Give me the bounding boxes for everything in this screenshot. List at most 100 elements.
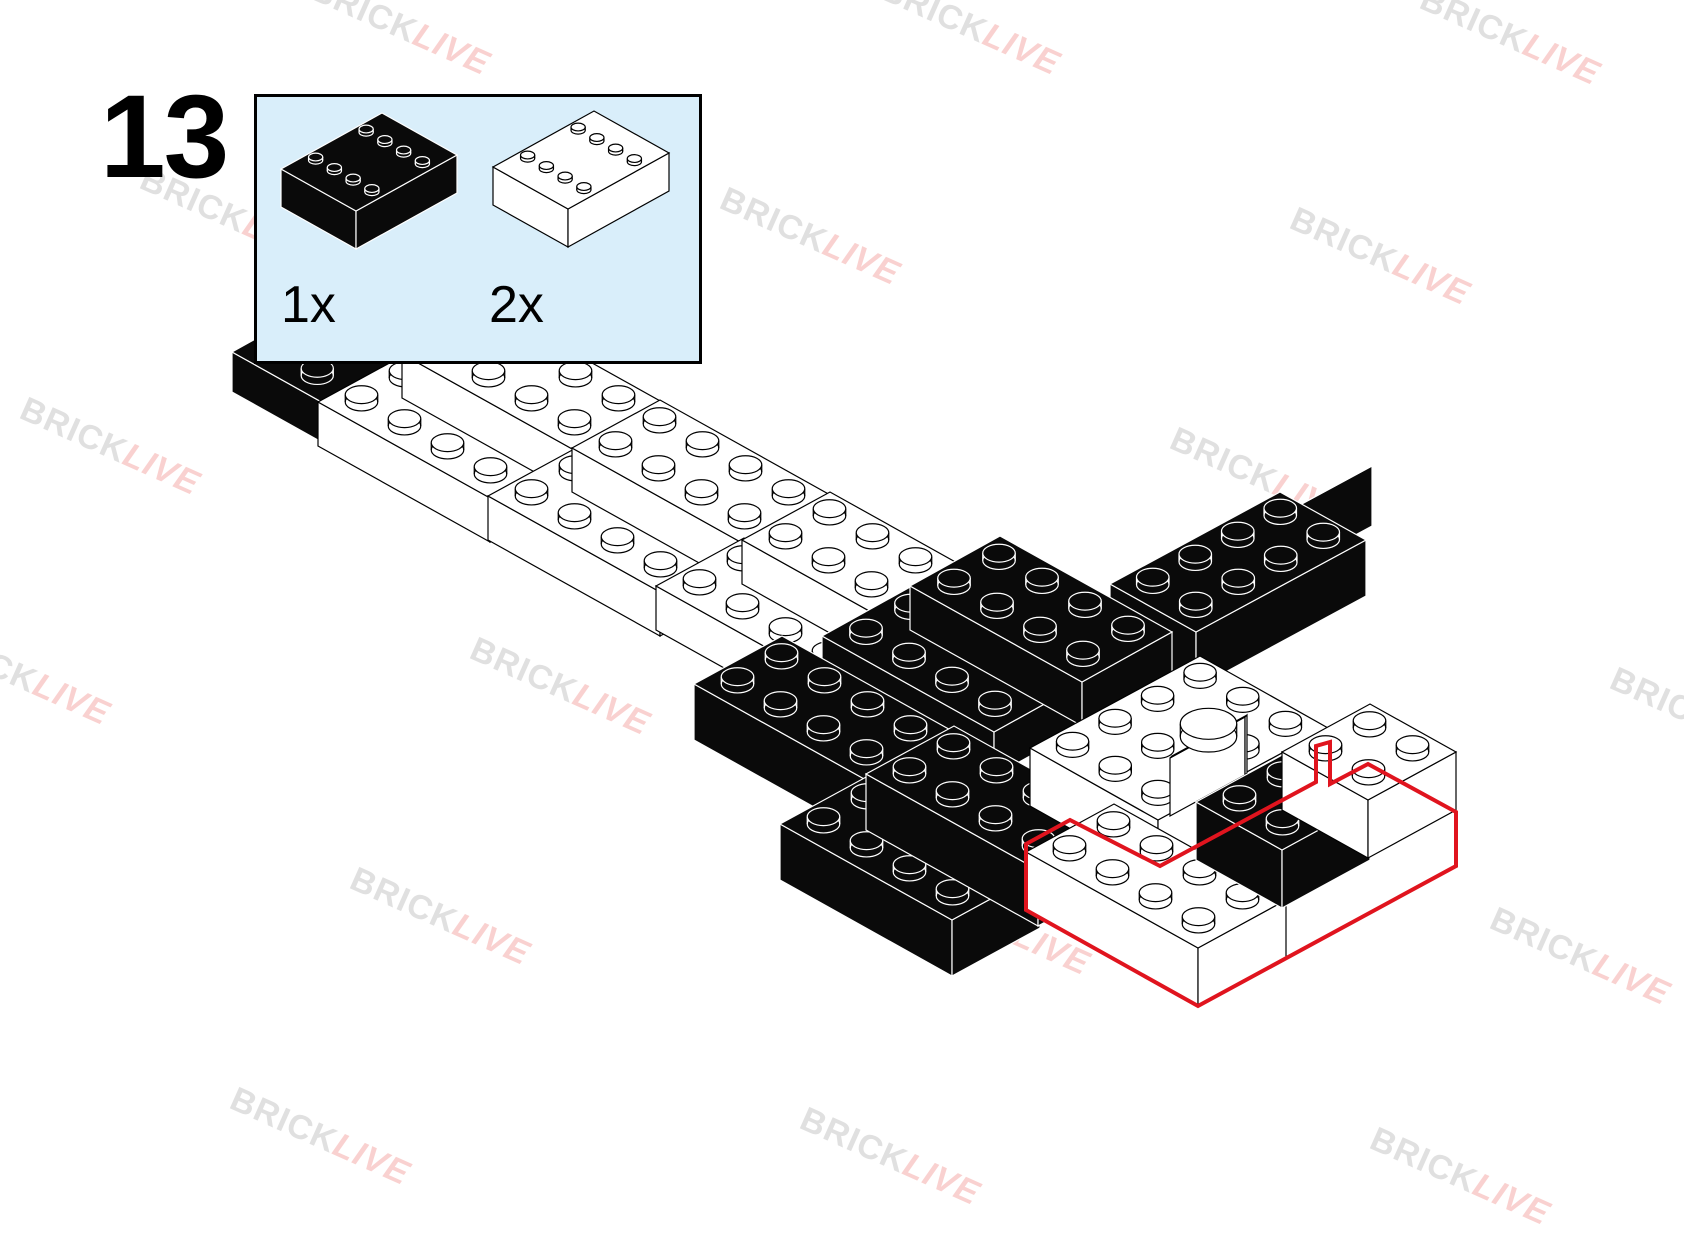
center-black-2-top	[908, 535, 1174, 683]
stud	[720, 667, 755, 694]
stud	[558, 361, 593, 388]
stud	[849, 831, 884, 858]
stud	[935, 781, 970, 808]
stud	[307, 152, 324, 165]
stud	[1221, 568, 1256, 596]
parts-list-box: 1x 2x	[254, 94, 702, 364]
stud	[1306, 522, 1341, 550]
stud	[377, 135, 393, 148]
stud	[1068, 591, 1102, 619]
stud	[1178, 591, 1213, 619]
stud	[854, 571, 889, 598]
stud	[935, 666, 969, 694]
stud	[811, 547, 846, 574]
center-black-2	[908, 535, 1174, 728]
stud	[473, 457, 508, 484]
stud	[898, 547, 933, 574]
stud	[514, 385, 549, 412]
new-white-back	[1280, 703, 1458, 860]
stud	[982, 543, 1016, 571]
wing-black-back-top	[1108, 491, 1368, 633]
part-brick-white-2x4	[491, 110, 671, 249]
part-brick-black-2x4-top	[279, 112, 459, 212]
stud	[1220, 521, 1255, 549]
stud	[641, 455, 676, 482]
stud	[430, 433, 465, 460]
stud	[557, 409, 592, 436]
stud	[538, 161, 555, 174]
stud	[576, 182, 592, 195]
stud	[514, 479, 549, 506]
stud	[642, 407, 677, 434]
stud	[358, 124, 374, 137]
stud	[570, 122, 586, 135]
stud	[1135, 567, 1170, 595]
assembly-model	[230, 303, 1458, 1009]
stud	[1098, 708, 1132, 735]
stud	[1025, 567, 1059, 595]
stud	[1141, 779, 1175, 806]
stud	[937, 568, 971, 596]
stud	[893, 715, 928, 742]
stud	[557, 171, 573, 184]
parts-list-graphics	[279, 110, 671, 251]
stud	[643, 551, 678, 578]
stud	[345, 173, 361, 186]
stud	[806, 807, 841, 834]
stud	[326, 163, 343, 176]
stud	[471, 361, 506, 388]
stud	[849, 618, 883, 646]
stud	[892, 855, 927, 882]
stud	[1222, 785, 1257, 812]
part-1-quantity: 1x	[281, 276, 336, 334]
stud	[1111, 615, 1145, 643]
stud	[1178, 544, 1213, 572]
stud	[1140, 685, 1175, 712]
stud	[806, 715, 841, 742]
stud	[600, 527, 635, 554]
stud	[1181, 907, 1216, 934]
stud	[1183, 662, 1217, 689]
stud	[763, 691, 798, 718]
stud	[601, 385, 636, 412]
stud	[764, 643, 799, 670]
stud	[1263, 498, 1298, 526]
stud	[1023, 616, 1057, 644]
stud	[1263, 545, 1298, 573]
stud	[1395, 735, 1430, 762]
center-white-2-side	[1244, 713, 1248, 777]
stud	[387, 409, 422, 436]
stud	[936, 733, 971, 760]
stud	[728, 455, 763, 482]
part-brick-black-2x4	[279, 112, 459, 251]
stud	[685, 431, 720, 458]
stud	[768, 523, 803, 550]
stud	[849, 739, 884, 766]
stud	[1352, 711, 1387, 738]
stud	[364, 184, 380, 197]
stud	[979, 757, 1014, 784]
stud	[682, 569, 717, 596]
part-2-quantity: 2x	[489, 276, 544, 334]
stud	[1138, 883, 1173, 910]
stud	[1055, 731, 1090, 758]
stud	[414, 156, 431, 169]
stud	[892, 642, 926, 670]
stud	[589, 133, 605, 146]
stud	[978, 690, 1012, 718]
stud	[519, 150, 536, 163]
stud	[1179, 707, 1238, 753]
stud	[978, 805, 1013, 832]
stud	[1052, 835, 1087, 862]
stud	[855, 523, 890, 550]
stud	[812, 499, 847, 526]
stud	[1066, 640, 1100, 668]
stud	[771, 479, 806, 506]
new-white-back-top	[1280, 703, 1458, 801]
step-number: 13	[100, 71, 229, 203]
stud	[557, 503, 592, 530]
stud	[1225, 686, 1260, 713]
stud	[607, 143, 624, 156]
stud	[626, 154, 643, 167]
stud	[1268, 710, 1303, 737]
